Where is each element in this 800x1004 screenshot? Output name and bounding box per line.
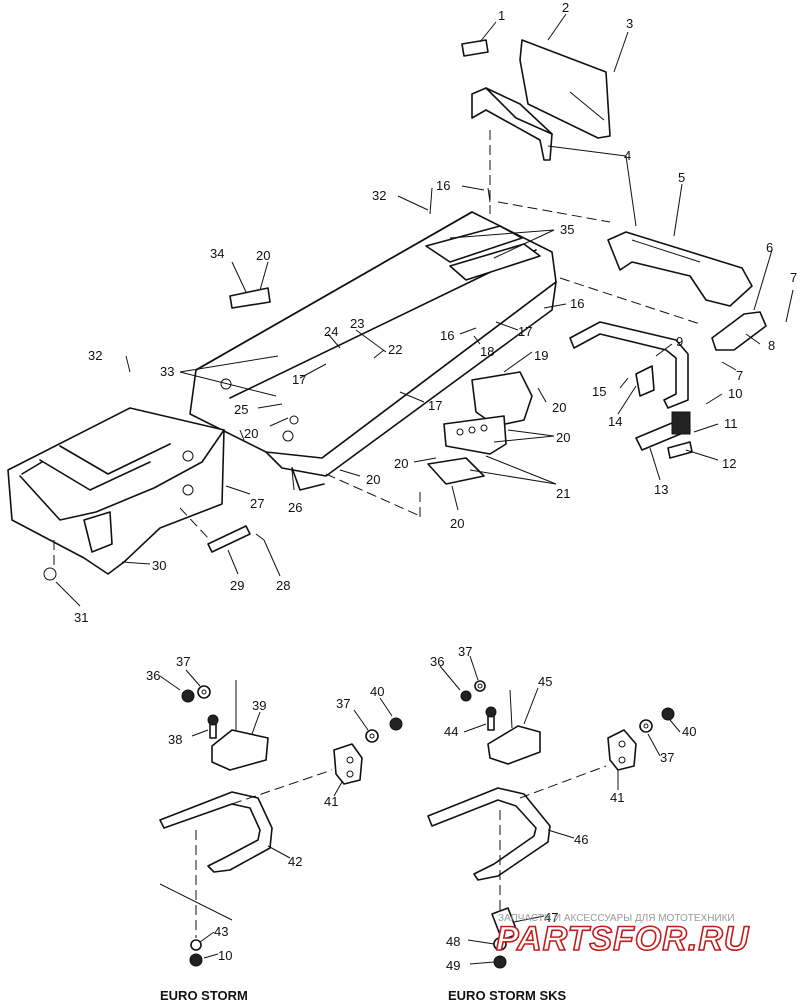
part-strip bbox=[207, 525, 251, 553]
callout-5: 5 bbox=[678, 170, 685, 185]
callout-43: 43 bbox=[214, 924, 228, 939]
tunnel-assembly bbox=[189, 211, 557, 491]
part-clip bbox=[635, 365, 655, 397]
front-frame bbox=[7, 407, 225, 575]
callout-17a: 17 bbox=[518, 324, 532, 339]
euro-storm-sks-assembly bbox=[427, 680, 675, 969]
callout-20b: 20 bbox=[552, 400, 566, 415]
part-foot bbox=[43, 567, 57, 581]
callout-labels: 1 2 3 4 5 6 7 7 8 9 10 11 12 13 14 15 16… bbox=[74, 0, 797, 973]
callout-49: 49 bbox=[446, 958, 460, 973]
part-rear-plate bbox=[607, 231, 753, 307]
callout-15: 15 bbox=[592, 384, 606, 399]
callout-31: 31 bbox=[74, 610, 88, 625]
callout-37-left-b: 37 bbox=[336, 696, 350, 711]
callout-10a: 10 bbox=[728, 386, 742, 401]
callout-37-left-a: 37 bbox=[176, 654, 190, 669]
callout-24: 24 bbox=[324, 324, 338, 339]
part-snow-flap bbox=[519, 39, 611, 139]
callout-13: 13 bbox=[654, 482, 668, 497]
callout-3: 3 bbox=[626, 16, 633, 31]
callout-7a: 7 bbox=[790, 270, 797, 285]
part-plate-34 bbox=[229, 287, 271, 309]
callout-44: 44 bbox=[444, 724, 458, 739]
callout-35: 35 bbox=[560, 222, 574, 237]
caption-euro-storm-sks: EURO STORM SKS bbox=[448, 988, 567, 1003]
watermark-tagline: ЗАПЧАСТИ И АКСЕССУАРЫ ДЛЯ МОТОТЕХНИКИ bbox=[498, 913, 735, 924]
part-support-plate bbox=[443, 415, 507, 455]
watermark-brand: PARTSFOR.RU bbox=[496, 920, 750, 958]
callout-25: 25 bbox=[234, 402, 248, 417]
callout-16a: 16 bbox=[436, 178, 450, 193]
callout-40-right: 40 bbox=[682, 724, 696, 739]
part-rear-bumper bbox=[569, 321, 689, 409]
callout-1: 1 bbox=[498, 8, 505, 23]
part-corner-bracket bbox=[711, 311, 767, 351]
callout-40-left: 40 bbox=[370, 684, 384, 699]
callout-48: 48 bbox=[446, 934, 460, 949]
callout-37-right-b: 37 bbox=[660, 750, 674, 765]
callout-21: 21 bbox=[556, 486, 570, 501]
callout-38: 38 bbox=[168, 732, 182, 747]
callout-6: 6 bbox=[766, 240, 773, 255]
callout-33: 33 bbox=[160, 364, 174, 379]
callout-16c: 16 bbox=[440, 328, 454, 343]
callout-7b: 7 bbox=[736, 368, 743, 383]
euro-storm-assembly bbox=[159, 680, 403, 967]
callout-32b: 32 bbox=[88, 348, 102, 363]
callout-17c: 17 bbox=[428, 398, 442, 413]
callout-46: 46 bbox=[574, 832, 588, 847]
callout-36-left: 36 bbox=[146, 668, 160, 683]
callout-37-right-a: 37 bbox=[458, 644, 472, 659]
callout-4: 4 bbox=[624, 148, 631, 163]
callout-39: 39 bbox=[252, 698, 266, 713]
callout-2: 2 bbox=[562, 0, 569, 15]
callout-27: 27 bbox=[250, 496, 264, 511]
callout-45: 45 bbox=[538, 674, 552, 689]
callout-42: 42 bbox=[288, 854, 302, 869]
callout-34: 34 bbox=[210, 246, 224, 261]
callout-41-right: 41 bbox=[610, 790, 624, 805]
callout-26: 26 bbox=[288, 500, 302, 515]
callout-8: 8 bbox=[768, 338, 775, 353]
part-grip-tape bbox=[671, 411, 691, 435]
part-lower-bracket bbox=[427, 457, 485, 485]
part-mount-bracket bbox=[471, 371, 533, 427]
callout-17b: 17 bbox=[292, 372, 306, 387]
callout-19: 19 bbox=[534, 348, 548, 363]
part-decal bbox=[461, 39, 489, 57]
callout-30: 30 bbox=[152, 558, 166, 573]
callout-20f: 20 bbox=[366, 472, 380, 487]
callout-20c: 20 bbox=[556, 430, 570, 445]
part-pad bbox=[667, 441, 693, 459]
leader-lines bbox=[55, 13, 794, 965]
callout-12: 12 bbox=[722, 456, 736, 471]
callout-23: 23 bbox=[350, 316, 364, 331]
callout-28: 28 bbox=[276, 578, 290, 593]
callout-41-left: 41 bbox=[324, 794, 338, 809]
caption-euro-storm: EURO STORM bbox=[160, 988, 248, 1003]
watermark: ЗАПЧАСТИ И АКСЕССУАРЫ ДЛЯ МОТОТЕХНИКИ PA… bbox=[495, 913, 750, 959]
callout-29: 29 bbox=[230, 578, 244, 593]
callout-20e: 20 bbox=[394, 456, 408, 471]
callout-20d: 20 bbox=[244, 426, 258, 441]
callout-18: 18 bbox=[480, 344, 494, 359]
callout-32a: 32 bbox=[372, 188, 386, 203]
callout-11: 11 bbox=[724, 416, 738, 431]
callout-47: 47 bbox=[544, 910, 558, 925]
callout-16b: 16 bbox=[570, 296, 584, 311]
callout-14: 14 bbox=[608, 414, 622, 429]
callout-22: 22 bbox=[388, 342, 402, 357]
callout-36-right: 36 bbox=[430, 654, 444, 669]
callout-9: 9 bbox=[676, 334, 683, 349]
callout-20a: 20 bbox=[256, 248, 270, 263]
callout-10b: 10 bbox=[218, 948, 232, 963]
callout-20g: 20 bbox=[450, 516, 464, 531]
